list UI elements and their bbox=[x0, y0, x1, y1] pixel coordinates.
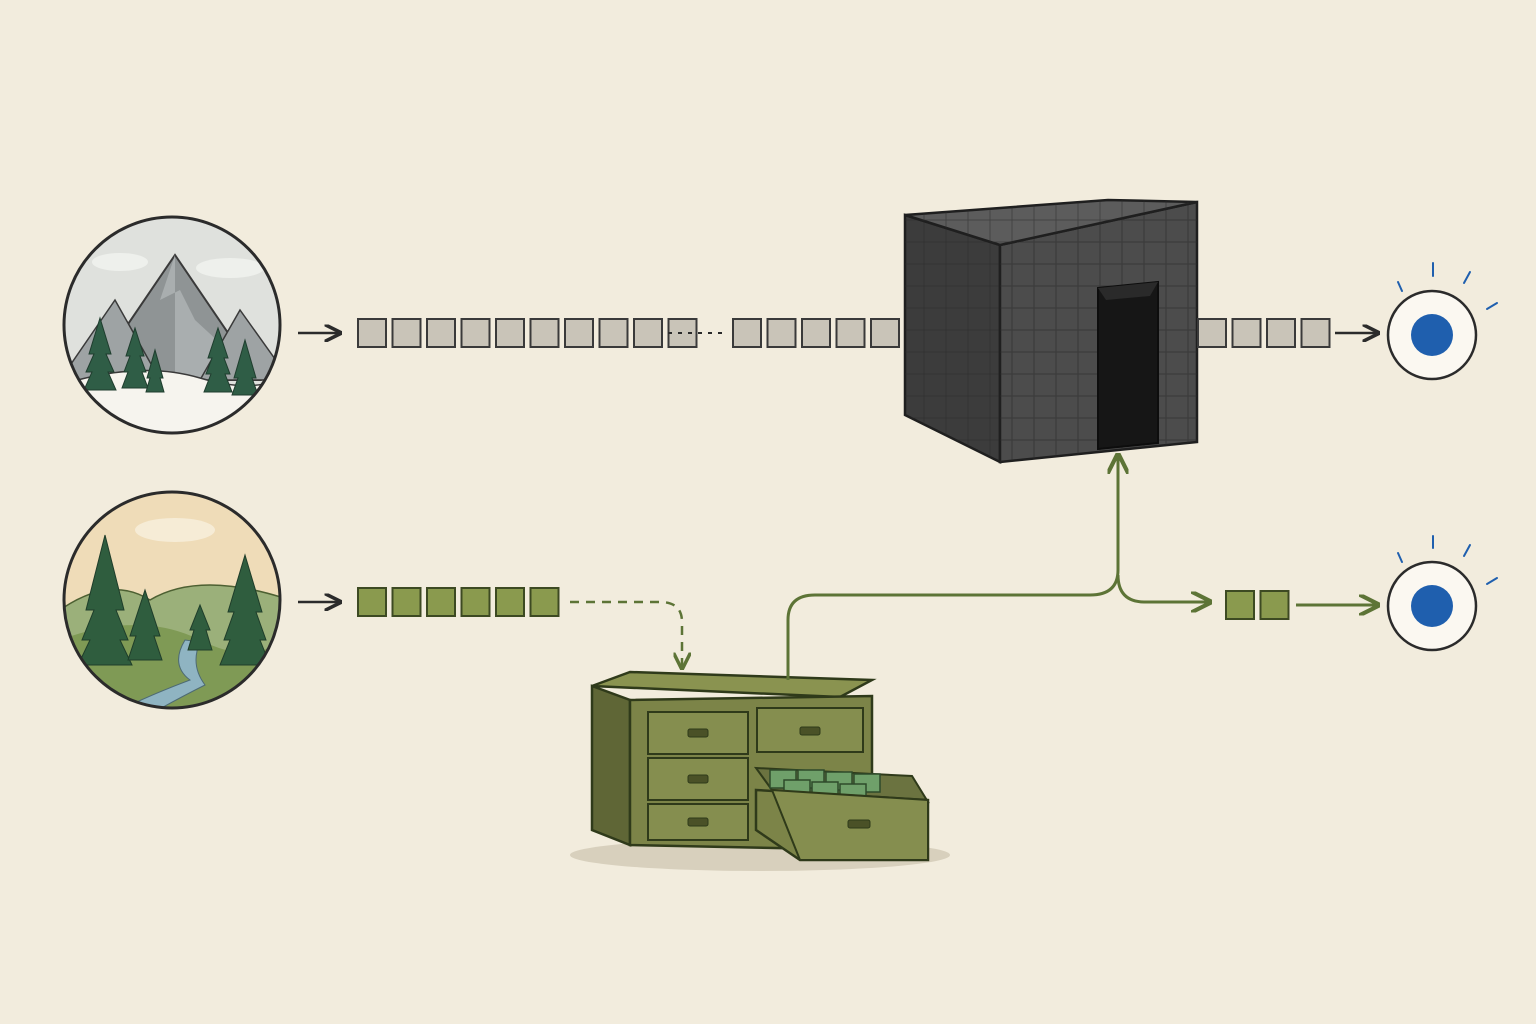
green-token-row bbox=[357, 587, 560, 617]
token-square bbox=[357, 587, 387, 617]
token-square bbox=[667, 318, 698, 348]
retrieval-line-to-output bbox=[1116, 574, 1210, 602]
token-square bbox=[391, 318, 422, 348]
dashed-arrow-to-cabinet bbox=[570, 600, 682, 668]
forest-river-landscape-icon bbox=[62, 490, 282, 710]
token-square bbox=[495, 587, 525, 617]
token-square bbox=[1259, 590, 1290, 620]
token-square bbox=[732, 318, 762, 348]
token-square bbox=[835, 318, 866, 348]
token-square bbox=[426, 318, 456, 348]
glowing-blue-dot-icon bbox=[1386, 535, 1498, 652]
token-square bbox=[1231, 318, 1262, 348]
token-square bbox=[870, 318, 900, 348]
token-square bbox=[460, 587, 491, 617]
retrieval-line-to-cube bbox=[786, 455, 1118, 680]
token-square bbox=[1225, 590, 1255, 620]
token-square bbox=[357, 318, 387, 348]
token-square bbox=[529, 587, 560, 617]
token-square bbox=[529, 318, 560, 348]
token-square bbox=[426, 587, 456, 617]
token-square bbox=[460, 318, 491, 348]
mountain-landscape-icon bbox=[62, 215, 282, 435]
token-square bbox=[391, 587, 422, 617]
token-square bbox=[801, 318, 831, 348]
token-square bbox=[1300, 318, 1331, 348]
token-square bbox=[1266, 318, 1296, 348]
token-square bbox=[766, 318, 797, 348]
tokens-after-cube bbox=[1197, 318, 1331, 348]
token-square bbox=[495, 318, 525, 348]
glowing-blue-dot-icon bbox=[1386, 262, 1498, 381]
token-square bbox=[1197, 318, 1227, 348]
retrieved-token-row bbox=[1225, 590, 1290, 620]
token-square bbox=[598, 318, 629, 348]
token-square bbox=[564, 318, 594, 348]
drawer-cabinet-icon bbox=[570, 670, 950, 871]
token-square bbox=[633, 318, 663, 348]
monolith-cube-icon bbox=[903, 198, 1199, 465]
